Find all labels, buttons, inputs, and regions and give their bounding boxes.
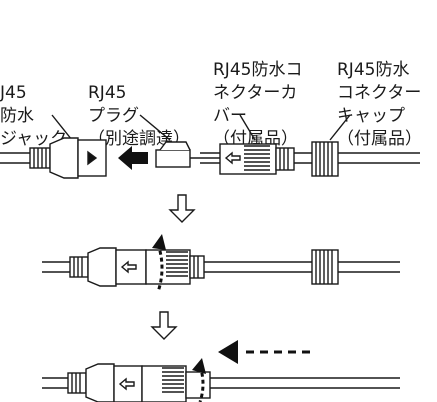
jack-body — [29, 137, 107, 179]
slide-arrow-icon — [218, 340, 238, 364]
jack-leader — [51, 114, 73, 141]
cover-leader — [239, 114, 256, 141]
rotate-arrow-icon — [156, 243, 164, 293]
row-3 — [42, 363, 400, 402]
cap-label: RJ45防水コネクターキャップ（付属品） — [337, 60, 422, 149]
plug-leader — [139, 114, 171, 141]
cover-part — [200, 143, 295, 175]
rj45-plug — [155, 141, 220, 168]
cap-leader — [329, 114, 351, 141]
row-2 — [42, 247, 400, 287]
down-arrow-icon-2 — [150, 311, 178, 340]
down-arrow-icon — [168, 194, 196, 223]
row-1 — [0, 137, 420, 179]
cap-part — [311, 141, 339, 177]
insert-arrow-icon — [118, 146, 148, 170]
